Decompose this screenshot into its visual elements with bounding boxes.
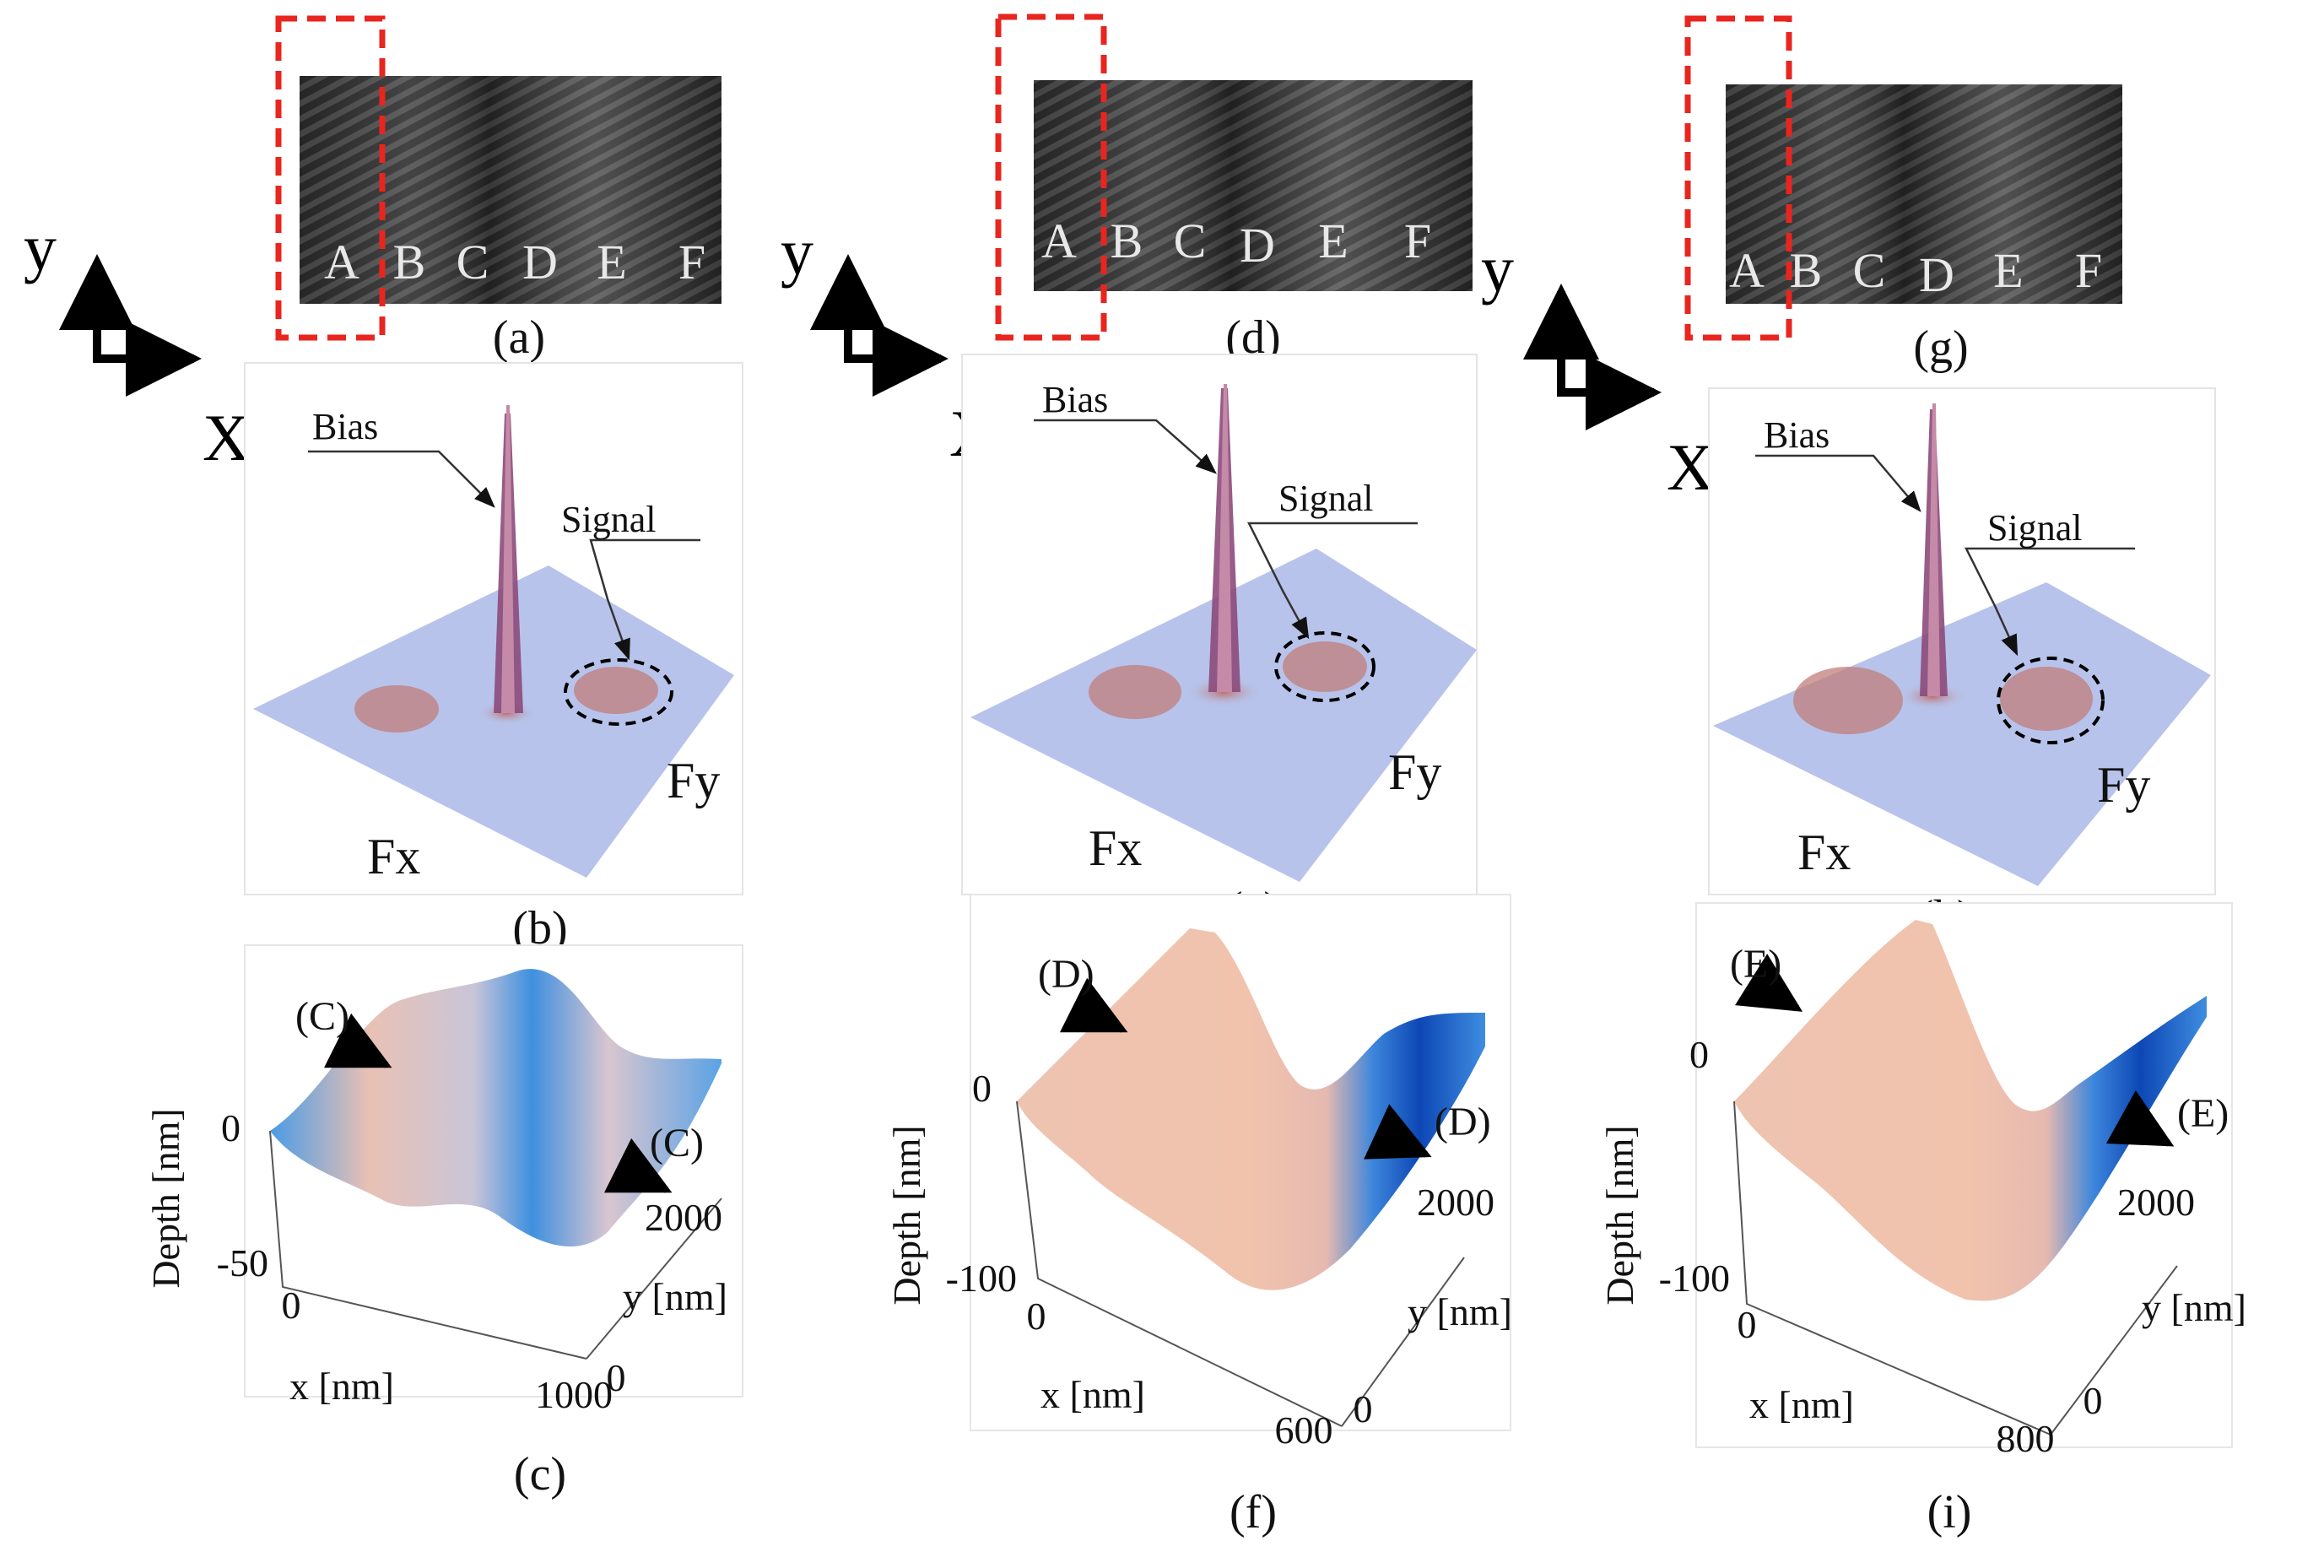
x-tick: 800 <box>1997 1417 2055 1460</box>
surface-marker: (D) <box>1038 952 1094 997</box>
fx-label: Fx <box>1089 820 1142 876</box>
panel-label: (i) <box>1927 1486 1972 1538</box>
x-tick: 0 <box>1738 1303 1757 1346</box>
strip-letter: D <box>1919 247 1954 302</box>
strip-letter: A <box>324 235 359 289</box>
highlight-box <box>995 14 1107 341</box>
surface-marker: (C) <box>295 994 349 1039</box>
panel-label: (g) <box>1913 322 1968 374</box>
y-axis-letter: y <box>781 215 813 289</box>
x-axis-label: x [nm] <box>1040 1373 1145 1416</box>
column-1: A B C D E F (a) y X <box>24 15 743 1500</box>
surface-marker: (E) <box>1730 942 1781 987</box>
z-tick: -100 <box>1659 1257 1730 1300</box>
strip-letter: A <box>1041 214 1077 268</box>
x-tick: 600 <box>1275 1408 1333 1452</box>
column-3: A B C D E F (g) y X Bias <box>1481 15 2246 1538</box>
z-tick: -50 <box>217 1241 268 1284</box>
axis-arrow-icon: y X <box>24 211 250 474</box>
strip-letter: C <box>1174 214 1207 268</box>
y-tick: 2000 <box>2117 1181 2195 1224</box>
strip-letter: F <box>1404 214 1431 268</box>
y-tick: 2000 <box>645 1196 722 1239</box>
strip-letter: D <box>522 235 558 289</box>
z-axis-label: Depth [nm] <box>1598 1125 1641 1305</box>
fx-label: Fx <box>1797 825 1851 880</box>
highlight-box <box>275 15 386 341</box>
y-axis-letter: y <box>1481 232 1514 305</box>
signal-label: Signal <box>1278 478 1373 519</box>
panel-label: (c) <box>514 1448 566 1500</box>
y-tick: 2000 <box>1417 1181 1494 1224</box>
x-axis-label: x [nm] <box>1749 1383 1854 1426</box>
surface-marker: (D) <box>1435 1100 1491 1144</box>
x-tick: 0 <box>282 1284 301 1327</box>
x-axis-label: x [nm] <box>289 1365 394 1408</box>
bias-label: Bias <box>1764 414 1829 456</box>
strip-letter: B <box>1790 243 1823 298</box>
y-axis-letter: y <box>24 211 57 284</box>
y-tick: 0 <box>607 1356 626 1399</box>
fringe-strip-a: A B C D E F <box>275 15 722 341</box>
spectrum-e: Bias Signal Fx Fy <box>961 354 1478 895</box>
bias-label: Bias <box>312 406 378 447</box>
fringe-strip-g: A B C D E F <box>1684 15 2122 341</box>
strip-letter: C <box>457 235 489 289</box>
strip-letter: E <box>1993 243 2023 298</box>
z-tick: -100 <box>946 1257 1017 1300</box>
y-axis-label: y [nm] <box>2142 1286 2246 1329</box>
strip-letter: E <box>597 235 626 289</box>
fy-label: Fy <box>2097 757 2150 813</box>
strip-letter: A <box>1729 243 1765 298</box>
callout-arrow-icon <box>308 450 700 661</box>
z-axis-label: Depth [nm] <box>144 1108 187 1288</box>
x-tick: 0 <box>1027 1295 1046 1338</box>
strip-letter: D <box>1240 218 1275 273</box>
column-2: A B C D E F (d) y X Bias <box>781 14 1512 1538</box>
panel-label: (f) <box>1230 1486 1277 1538</box>
surface-f: (D) (D) Depth [nm] 0 -100 0 600 x [nm] 2… <box>885 894 1512 1452</box>
z-tick: 0 <box>221 1106 241 1149</box>
fy-label: Fy <box>1388 744 1441 800</box>
strip-letter: C <box>1853 243 1886 298</box>
y-tick: 0 <box>2083 1379 2103 1422</box>
y-tick: 0 <box>1354 1387 1373 1430</box>
y-axis-label: y [nm] <box>623 1275 727 1318</box>
panel-label: (a) <box>493 311 545 364</box>
z-tick: 0 <box>972 1067 992 1110</box>
signal-label: Signal <box>561 499 656 540</box>
callout-arrow-icon <box>1755 454 2135 657</box>
surface-c: (C) (C) Depth [nm] 0 -50 0 1000 x [nm] 2… <box>144 944 743 1416</box>
surface-marker: (E) <box>2177 1091 2229 1136</box>
callout-arrow-icon <box>1034 419 1418 640</box>
strip-letter: E <box>1318 214 1348 268</box>
surface-i: (E) (E) Depth [nm] 0 -100 0 800 x [nm] 2… <box>1598 902 2246 1460</box>
strip-letter: F <box>2075 243 2102 298</box>
x-axis-letter: X <box>203 401 250 474</box>
x-tick: 1000 <box>535 1373 613 1416</box>
spectrum-b: Bias Signal Fx Fy <box>244 362 743 895</box>
highlight-box <box>1684 15 1792 341</box>
signal-label: Signal <box>1987 507 2082 549</box>
spectrum-h: Bias Signal Fx Fy <box>1708 387 2216 895</box>
strip-letter: B <box>393 235 426 289</box>
y-axis-label: y [nm] <box>1408 1290 1512 1333</box>
bias-label: Bias <box>1042 379 1108 420</box>
strip-letter: B <box>1111 214 1143 268</box>
x-axis-letter: X <box>1667 430 1714 504</box>
fringe-strip-d: A B C D E F <box>995 14 1473 341</box>
axis-arrow-icon: y X <box>1481 232 1714 504</box>
fy-label: Fy <box>667 753 720 808</box>
fx-label: Fx <box>367 829 420 884</box>
strip-letter: F <box>678 235 705 289</box>
surface-marker: (C) <box>650 1121 704 1165</box>
z-axis-label: Depth [nm] <box>885 1125 928 1305</box>
z-tick: 0 <box>1689 1033 1709 1076</box>
